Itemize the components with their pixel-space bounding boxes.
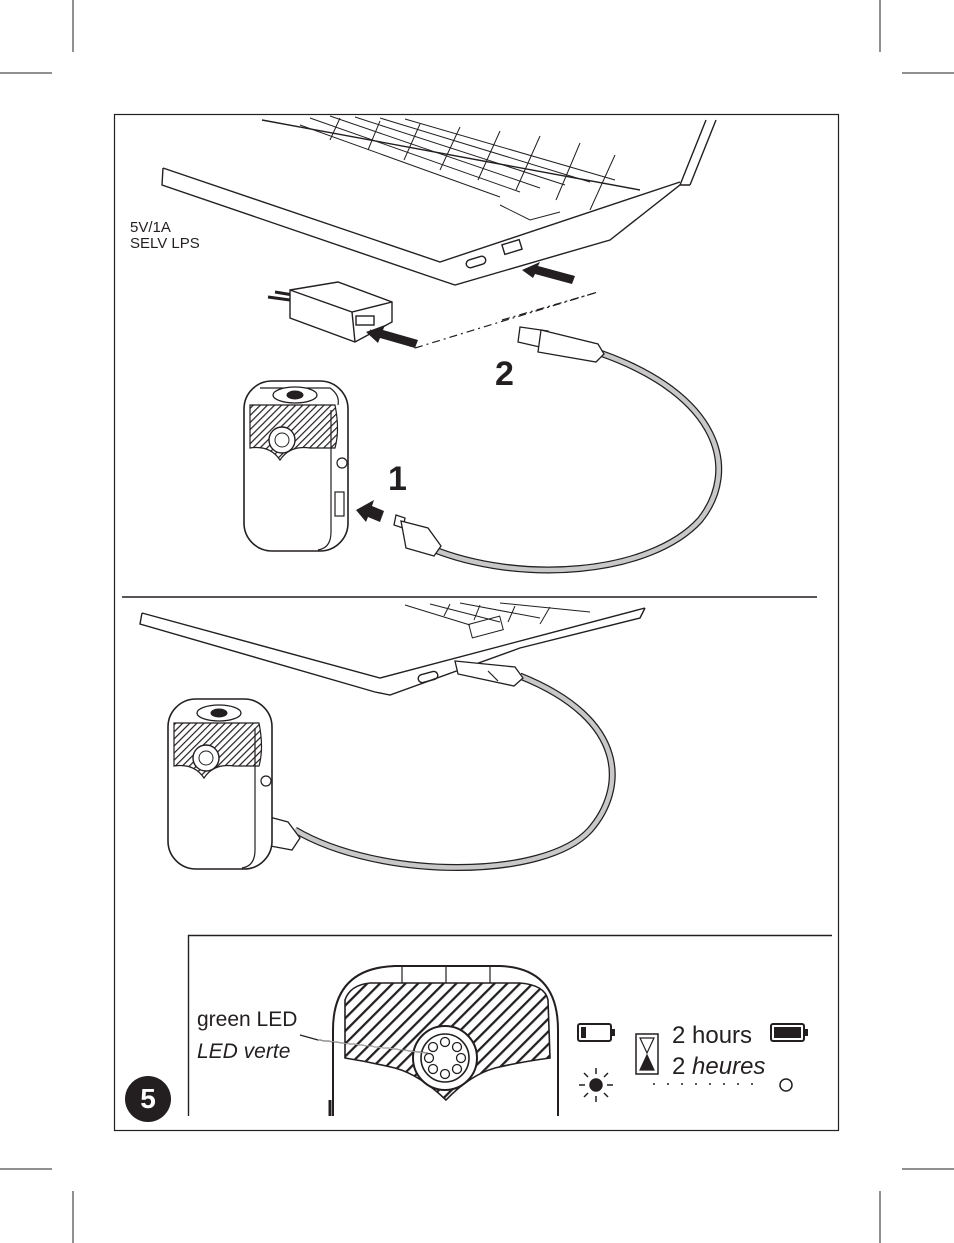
- hourglass-icon: [636, 1034, 658, 1074]
- power-rating-line2: SELV LPS: [130, 236, 200, 252]
- battery-empty-icon: [578, 1024, 615, 1041]
- battery-full-icon: [771, 1024, 808, 1041]
- hearing-device-bottom: [168, 699, 272, 869]
- laptop-illustration-top: [162, 116, 716, 285]
- figure-number-badge: 5: [125, 1076, 171, 1122]
- device-closeup: [330, 966, 558, 1116]
- power-rating-label: 5V/1A SELV LPS: [130, 220, 200, 252]
- usb-cable-top: [394, 327, 719, 570]
- step-2-label: 2: [495, 355, 514, 394]
- step-1-label: 1: [388, 460, 407, 499]
- led-blinking-icon: [579, 1068, 613, 1102]
- led-off-icon: [780, 1079, 792, 1091]
- progress-dots: [653, 1083, 753, 1085]
- laptop-illustration-bottom: [140, 603, 645, 695]
- charge-time-french-word: heures: [692, 1053, 765, 1080]
- power-rating-line1: 5V/1A: [130, 220, 200, 236]
- led-label-english: green LED: [197, 1008, 297, 1032]
- charge-time-french: 2 heures: [672, 1053, 765, 1081]
- charge-time-english: 2 hours: [672, 1022, 752, 1050]
- charge-time-french-number: 2: [672, 1053, 685, 1080]
- hearing-device-top: [244, 381, 348, 551]
- usb-cable-bottom: [262, 661, 612, 868]
- led-label-french: LED verte: [197, 1040, 290, 1064]
